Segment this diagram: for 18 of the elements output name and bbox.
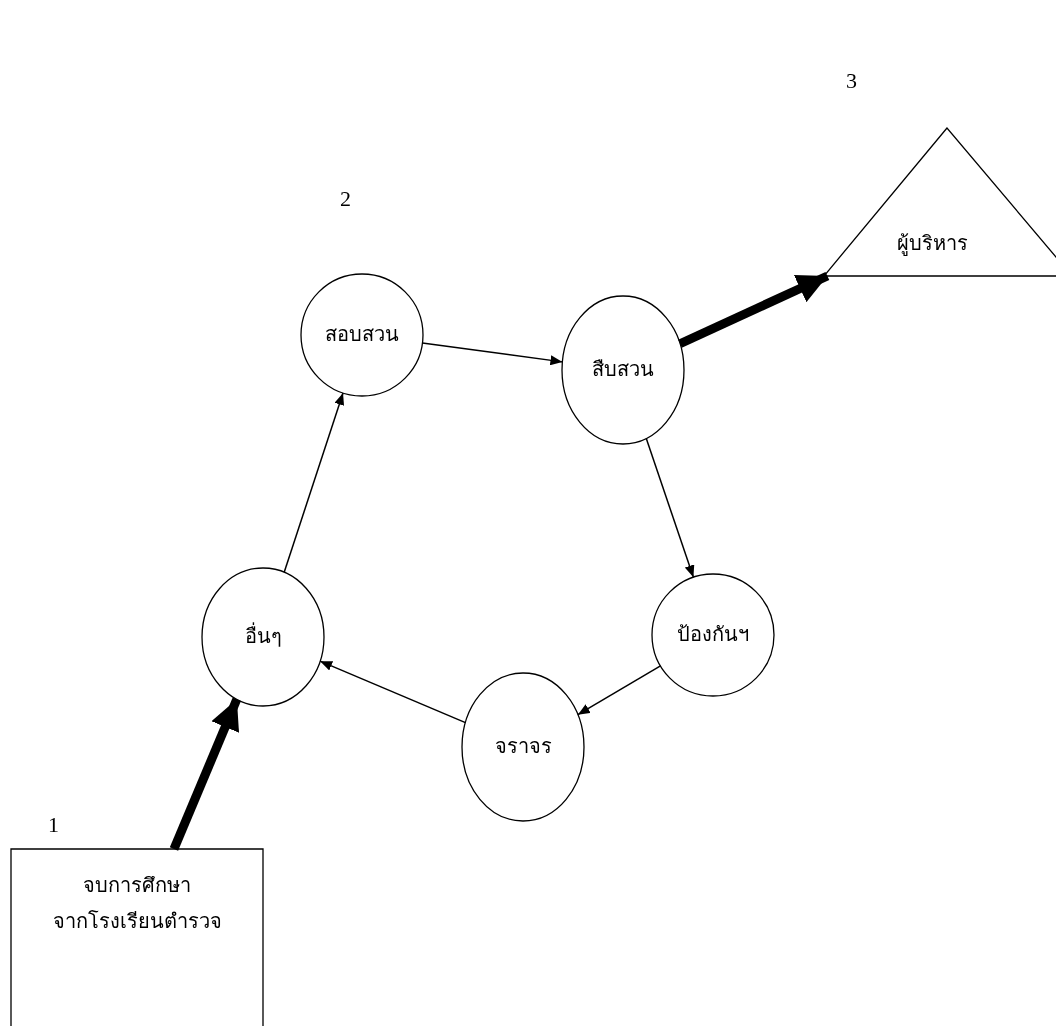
node-label: ผู้บริหาร bbox=[895, 231, 969, 258]
arrow bbox=[169, 697, 241, 851]
arrow bbox=[421, 342, 564, 366]
arrow bbox=[319, 660, 467, 724]
node-label: อื่นๆ bbox=[203, 619, 323, 654]
node-label: จราจร bbox=[493, 734, 553, 759]
node-label: ป้องกันฯ bbox=[676, 622, 750, 647]
step-number: 2 bbox=[340, 186, 351, 212]
step-number: 3 bbox=[846, 68, 857, 94]
arrow bbox=[577, 665, 662, 716]
arrow bbox=[283, 392, 345, 574]
arrow bbox=[645, 437, 695, 579]
arrow bbox=[678, 271, 830, 348]
step-number: 1 bbox=[48, 812, 59, 838]
node-label: สืบสวน bbox=[591, 357, 655, 382]
node-label: จากโรงเรียนตำรวจ bbox=[51, 909, 223, 934]
node-label: สอบสวน bbox=[324, 322, 400, 347]
node-label: จบการศึกษา bbox=[82, 873, 192, 898]
